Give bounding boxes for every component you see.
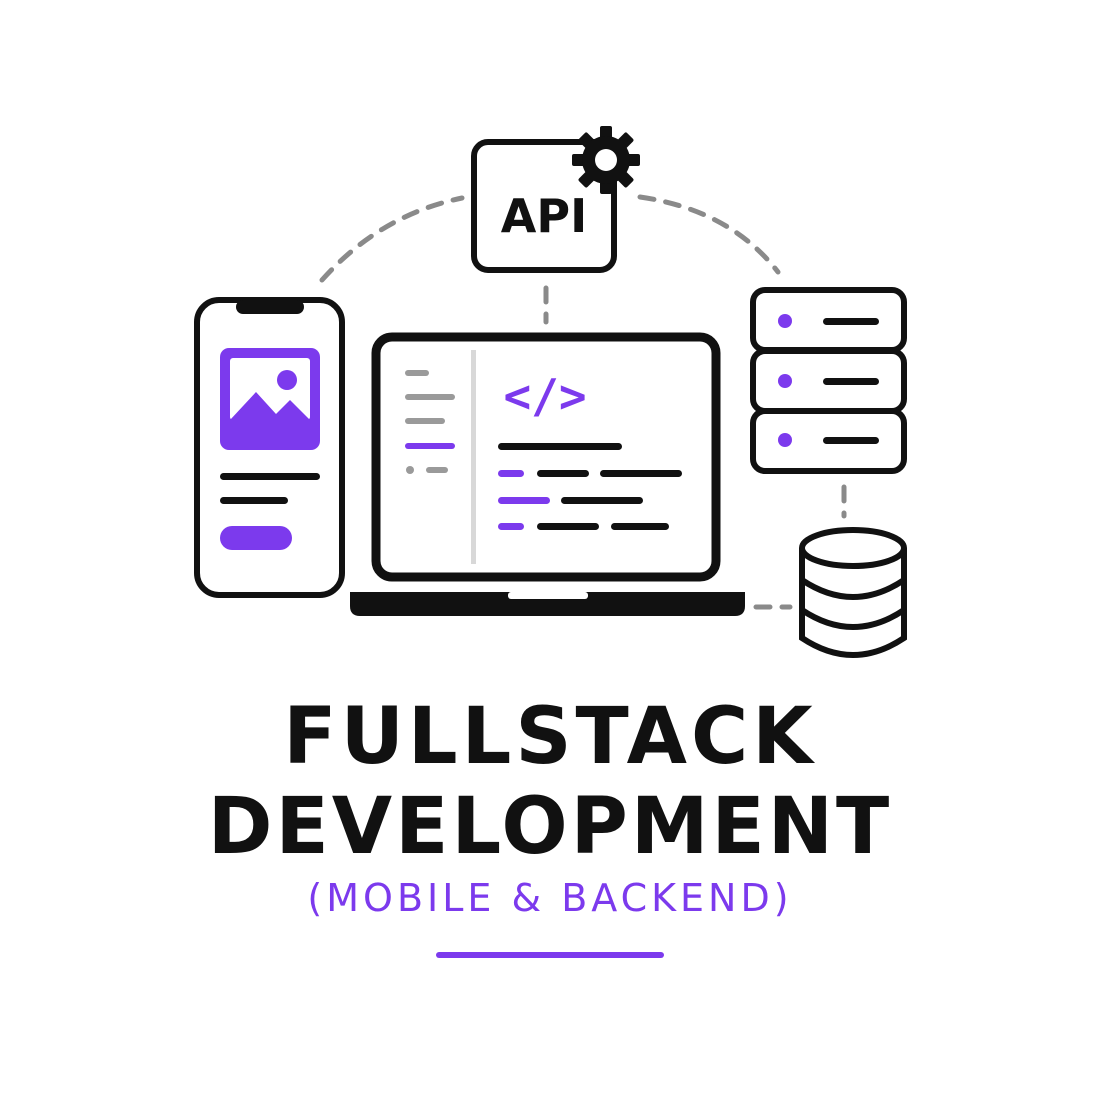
laptop-base	[350, 592, 745, 616]
phone-button	[220, 526, 292, 550]
laptop-base-notch	[508, 592, 588, 599]
subtitle: (MOBILE & BACKEND)	[307, 876, 793, 920]
connector-right-arc	[637, 194, 781, 275]
phone-notch	[236, 300, 304, 314]
title-line-2: DEVELOPMENT	[207, 782, 893, 872]
database-icon	[799, 527, 907, 658]
api-gear-icon: API	[471, 126, 640, 273]
laptop-icon: </>	[350, 332, 745, 616]
phone-icon	[194, 297, 345, 598]
api-label: API	[501, 189, 587, 243]
laptop-screen	[371, 332, 721, 582]
server-icon	[750, 287, 907, 474]
laptop-code-lines	[498, 443, 682, 530]
laptop-sidebar-lines	[405, 370, 455, 474]
server-unit-3	[750, 408, 907, 474]
gear-icon	[572, 126, 640, 194]
api-box	[471, 139, 617, 273]
server-unit-2	[750, 348, 907, 414]
phone-text-line-1	[220, 473, 320, 480]
phone-text-line-2	[220, 497, 288, 504]
accent-underline	[436, 952, 664, 958]
connector-left-arc	[319, 195, 465, 283]
image-icon	[220, 348, 320, 450]
connector-lines	[319, 194, 847, 610]
title-line-1: FULLSTACK	[283, 692, 817, 782]
code-icon: </>	[503, 369, 586, 423]
server-unit-1	[750, 287, 907, 353]
laptop-sidebar	[471, 350, 476, 564]
